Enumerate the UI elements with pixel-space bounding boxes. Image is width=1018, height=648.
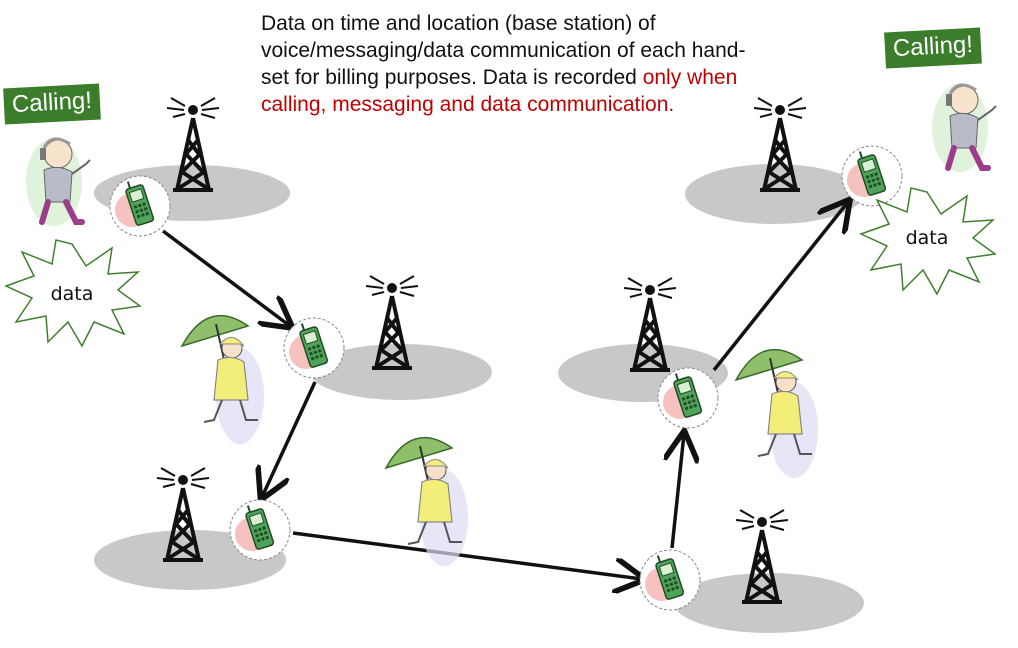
coverage-area-2 bbox=[310, 344, 492, 400]
calling-badge-right: Calling! bbox=[884, 27, 982, 69]
path-arrow bbox=[292, 531, 642, 579]
mobile-handset-icon bbox=[283, 317, 345, 379]
data-label-left: data bbox=[51, 283, 94, 305]
mobile-handset-icon bbox=[229, 499, 291, 561]
caption: Data on time and location (base station)… bbox=[261, 10, 761, 118]
path-arrow bbox=[672, 434, 684, 549]
mobile-handset-icon bbox=[109, 175, 171, 237]
caption-highlight: only when calling, messaging and data co… bbox=[261, 66, 738, 116]
data-label-right: data bbox=[906, 227, 949, 249]
path-arrow bbox=[712, 202, 848, 372]
calling-person-icon bbox=[26, 138, 90, 226]
walking-person-umbrella-icon bbox=[735, 348, 819, 479]
caption-text: Data on time and location (base station)… bbox=[261, 12, 746, 89]
path-arrow bbox=[161, 229, 290, 326]
path-arrow bbox=[262, 381, 317, 497]
movement-path bbox=[161, 202, 848, 579]
calling-person-icon bbox=[932, 84, 996, 172]
mobile-handset-icon bbox=[657, 367, 719, 429]
mobile-handset-icon bbox=[639, 549, 701, 611]
walking-person-umbrella-icon bbox=[181, 314, 265, 445]
calling-badge-left: Calling! bbox=[3, 83, 101, 125]
mobile-handset-icon bbox=[841, 145, 903, 207]
